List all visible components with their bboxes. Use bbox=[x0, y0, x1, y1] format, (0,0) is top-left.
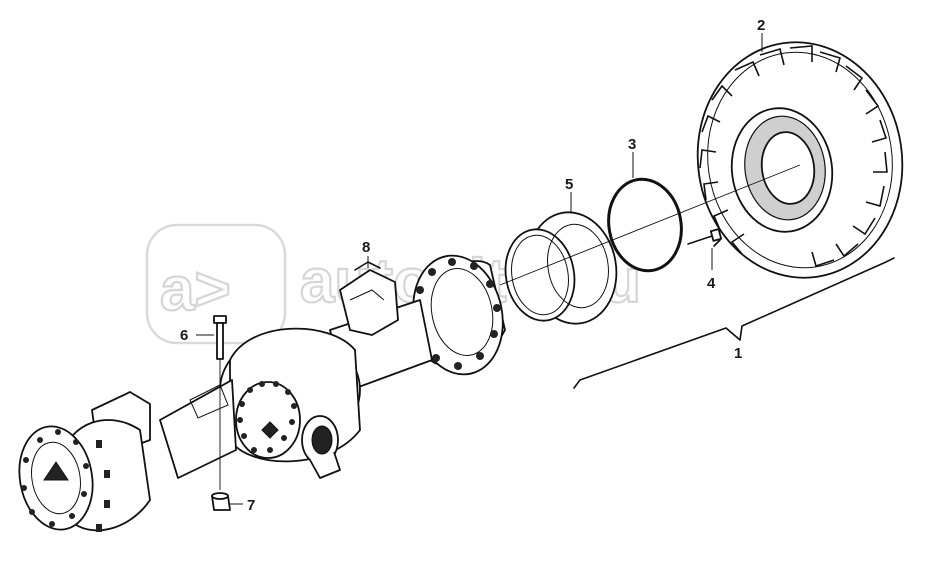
label-4: 4 bbox=[707, 275, 716, 292]
wheel-hub bbox=[409, 254, 506, 376]
label-3: 3 bbox=[628, 136, 636, 153]
label-5: 5 bbox=[565, 176, 573, 193]
leader-lines bbox=[196, 33, 763, 505]
tire bbox=[696, 41, 904, 279]
o-ring bbox=[607, 177, 683, 273]
left-wheel-hub bbox=[18, 419, 151, 532]
watermark-logo-glyph: a> bbox=[160, 255, 231, 324]
label-8: 8 bbox=[362, 239, 370, 256]
nut bbox=[211, 492, 231, 511]
label-7: 7 bbox=[247, 497, 255, 514]
valve bbox=[687, 228, 723, 247]
group-brace bbox=[573, 257, 895, 389]
assembly-line-wheel bbox=[499, 164, 801, 286]
label-1: 1 bbox=[734, 345, 742, 362]
rim-ring bbox=[504, 211, 618, 325]
label-6: 6 bbox=[180, 327, 188, 344]
label-2: 2 bbox=[757, 17, 765, 34]
bolt bbox=[213, 315, 227, 360]
